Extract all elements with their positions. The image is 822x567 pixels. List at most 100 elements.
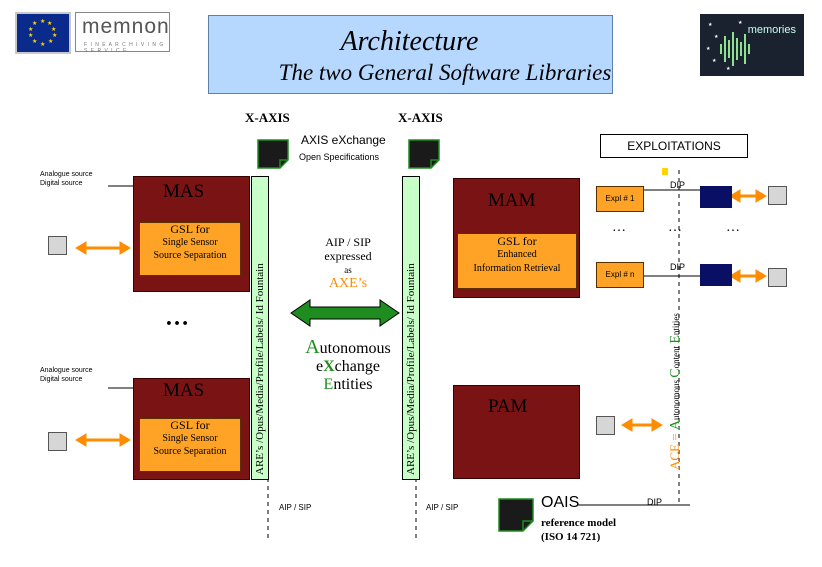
content-user-1-box: CU 1 [700,186,732,208]
svg-text:★: ★ [28,26,33,33]
axe-label: AXE’s [328,276,368,291]
x-axis-right-label: X-AXIS [398,110,443,125]
ace-w2: ontent [671,343,681,369]
gsl-line2: Source Separation [153,446,227,457]
svg-text:★: ★ [712,58,717,64]
gsl-line1: Enhanced [497,249,537,260]
autonomous-line: Autonomous [295,336,401,358]
dip-mid-label: DIP [670,262,686,272]
soundwave-icon: ★★★ ★★★ [706,20,750,72]
page-subtitle: The two General Software Libraries [278,60,612,85]
exchange-line: eXchange [295,358,401,376]
aip-line3: as [344,265,352,275]
svg-text:★: ★ [28,32,33,39]
oais-line2: (ISO 14 721) [541,531,601,543]
ace-e: E [668,335,683,344]
svg-text:★: ★ [48,38,53,45]
oais-document-icon [498,498,534,532]
ace-w1: utonomous [671,377,681,421]
exploit-n-box: Expl # n [596,262,644,288]
svg-text:★: ★ [52,32,57,39]
pam-block [453,385,580,479]
letter-a: A [305,336,320,358]
memories-logo-text: memories [747,24,796,36]
gsl-line2: Source Separation [153,250,227,261]
gsl-line1: Single Sensor [162,237,218,248]
memnon-logo: memnon F I N E A R C H I V I N G S E R V… [75,12,170,54]
gsl-title: GSL for [170,222,210,236]
x-axis-left-label: X-AXIS [245,110,290,125]
pam-label: PAM [488,396,528,417]
svg-text:★: ★ [47,20,52,27]
oais-label: OAIS [541,494,580,511]
gsl-single-sensor-top: GSL for Single Sensor Source Separation [139,222,241,276]
memories-logo: ★★★ ★★★ memories [700,14,804,76]
svg-text:★: ★ [51,26,56,33]
eu-flag-logo: ★★★ ★★★ ★★★ ★ [15,12,71,54]
are-bar-left: ARE’s /Opus/Media/Profile/Labels/ Id Fou… [251,176,269,480]
autonomous-rest: utonomous [319,340,391,357]
gsl-enhanced-retrieval: GSL for Enhanced Information Retrieval [457,233,577,289]
aip-expressed-block: AIP / SIP expressed as AXE’s [300,235,396,291]
mas-bottom-label: MAS [163,380,205,401]
ipr-badge [662,168,668,175]
svg-text:★: ★ [32,38,37,45]
svg-text:★: ★ [32,20,37,27]
memnon-logo-subtext: F I N E A R C H I V I N G S E R V I C E [84,42,165,54]
svg-text:★: ★ [738,20,743,26]
dip-top-label: DIP [670,180,686,190]
ace-a: A [668,420,683,431]
gsl-line1: Single Sensor [162,433,218,444]
aip-line1: AIP / SIP [325,235,371,249]
ace-prefix: ACE = [667,430,682,470]
aip-sip-bottom-left: AIP / SIP [279,503,312,512]
are-bar-right-text: ARE’s /Opus/Media/Profile/Labels/ Id Fou… [405,263,417,475]
aip-line2: expressed [324,249,372,263]
entities-rest: ntities [333,376,373,393]
user-ellipsis: … [726,220,740,235]
exploit-ellipsis: … [612,220,626,235]
autonomous-exchange-entities: Autonomous eXchange Entities [295,336,401,394]
exchange-rest: change [334,358,380,375]
ace-vertical-label: ACE = Autonomous Content Entities [667,313,684,470]
gsl-line2: Information Retrieval [473,263,561,274]
aip-sip-bottom-right: AIP / SIP [426,503,459,512]
sources-ellipsis: … [165,305,191,331]
svg-text:★: ★ [40,41,45,48]
exploitations-box: EXPLOITATIONS [600,134,748,158]
exploit-1-box: Expl # 1 [596,186,644,212]
dip-ellipsis: … [668,220,682,235]
source-person-icon [48,236,67,255]
letter-e: e [316,358,324,375]
svg-text:★: ★ [40,18,45,25]
gsl-title: GSL for [497,234,537,248]
entities-line: Entities [295,376,401,394]
source-label-bottom: Analogue source Digital source [40,367,93,383]
open-specifications-label: Open Specifications [299,152,380,162]
oais-dip-label: DIP [647,497,663,507]
source-label-top: Analogue source Digital source [40,171,93,187]
memnon-logo-text: memnon [82,15,170,38]
svg-text:★: ★ [726,66,731,72]
title-banner [208,15,613,94]
eu-stars-icon: ★★★ ★★★ ★★★ ★ [28,18,57,48]
letter-e-entities: E [323,376,334,393]
letter-x: X [323,358,335,375]
user-person-icon [768,268,787,287]
gsl-single-sensor-bottom: GSL for Single Sensor Source Separation [139,418,241,472]
source-person-icon [48,432,67,451]
oais-reference: reference model (ISO 14 721) [541,516,616,544]
page-title: Architecture [340,26,479,57]
svg-text:★: ★ [708,22,713,28]
document-icon [257,139,289,169]
ace-w3: ntities [671,313,681,336]
mas-top-label: MAS [163,181,205,202]
gsl-title: GSL for [170,418,210,432]
content-user-n-box: CU n [700,264,732,286]
oais-line1: reference model [541,517,617,529]
ace-c: C [668,368,683,378]
document-icon [408,139,440,169]
user-person-icon [768,186,787,205]
svg-text:★: ★ [706,46,711,52]
